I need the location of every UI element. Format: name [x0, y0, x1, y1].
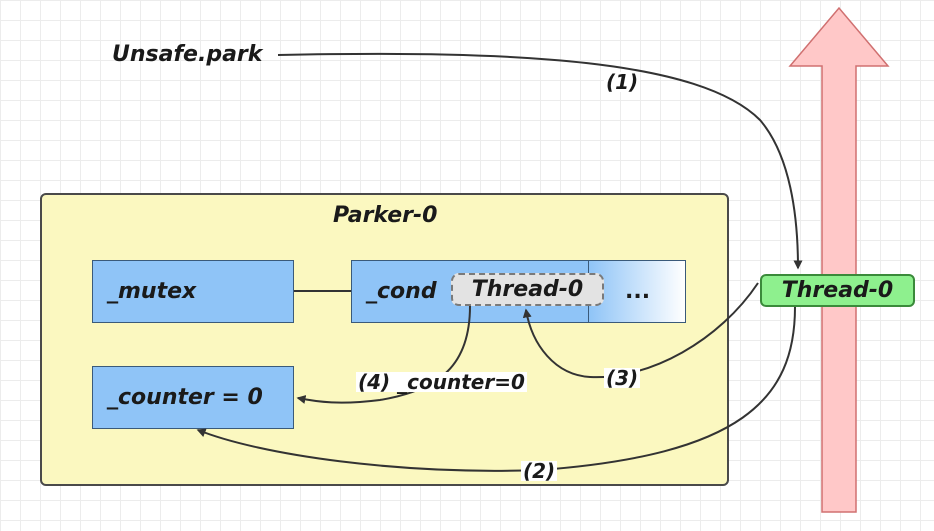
cond-queue-more-label: ...	[625, 278, 651, 304]
counter-box: _counter = 0	[92, 366, 294, 429]
counter-label: _counter = 0	[107, 384, 263, 410]
edge-step1	[277, 52, 803, 270]
cond-queued-thread-label: Thread-0	[471, 276, 584, 302]
cond-label: _cond	[366, 278, 437, 304]
edge-step4	[296, 305, 471, 404]
step1-label: (1)	[604, 70, 641, 94]
cond-queue-more: ...	[588, 260, 686, 323]
cond-queued-thread: Thread-0	[451, 273, 604, 306]
parker-container	[40, 193, 729, 486]
parker-title: Parker-0	[333, 203, 438, 228]
thread-node-label: Thread-0	[781, 277, 894, 303]
caller-label: Unsafe.park	[112, 42, 263, 67]
mutex-box: _mutex	[92, 260, 294, 323]
edge-step3	[522, 282, 759, 379]
step2-label: (2)	[521, 459, 558, 483]
mutex-label: _mutex	[107, 278, 197, 304]
thread-node: Thread-0	[760, 274, 915, 307]
step4-label: (4) _counter=0	[356, 370, 527, 394]
step3-label: (3)	[604, 366, 641, 390]
